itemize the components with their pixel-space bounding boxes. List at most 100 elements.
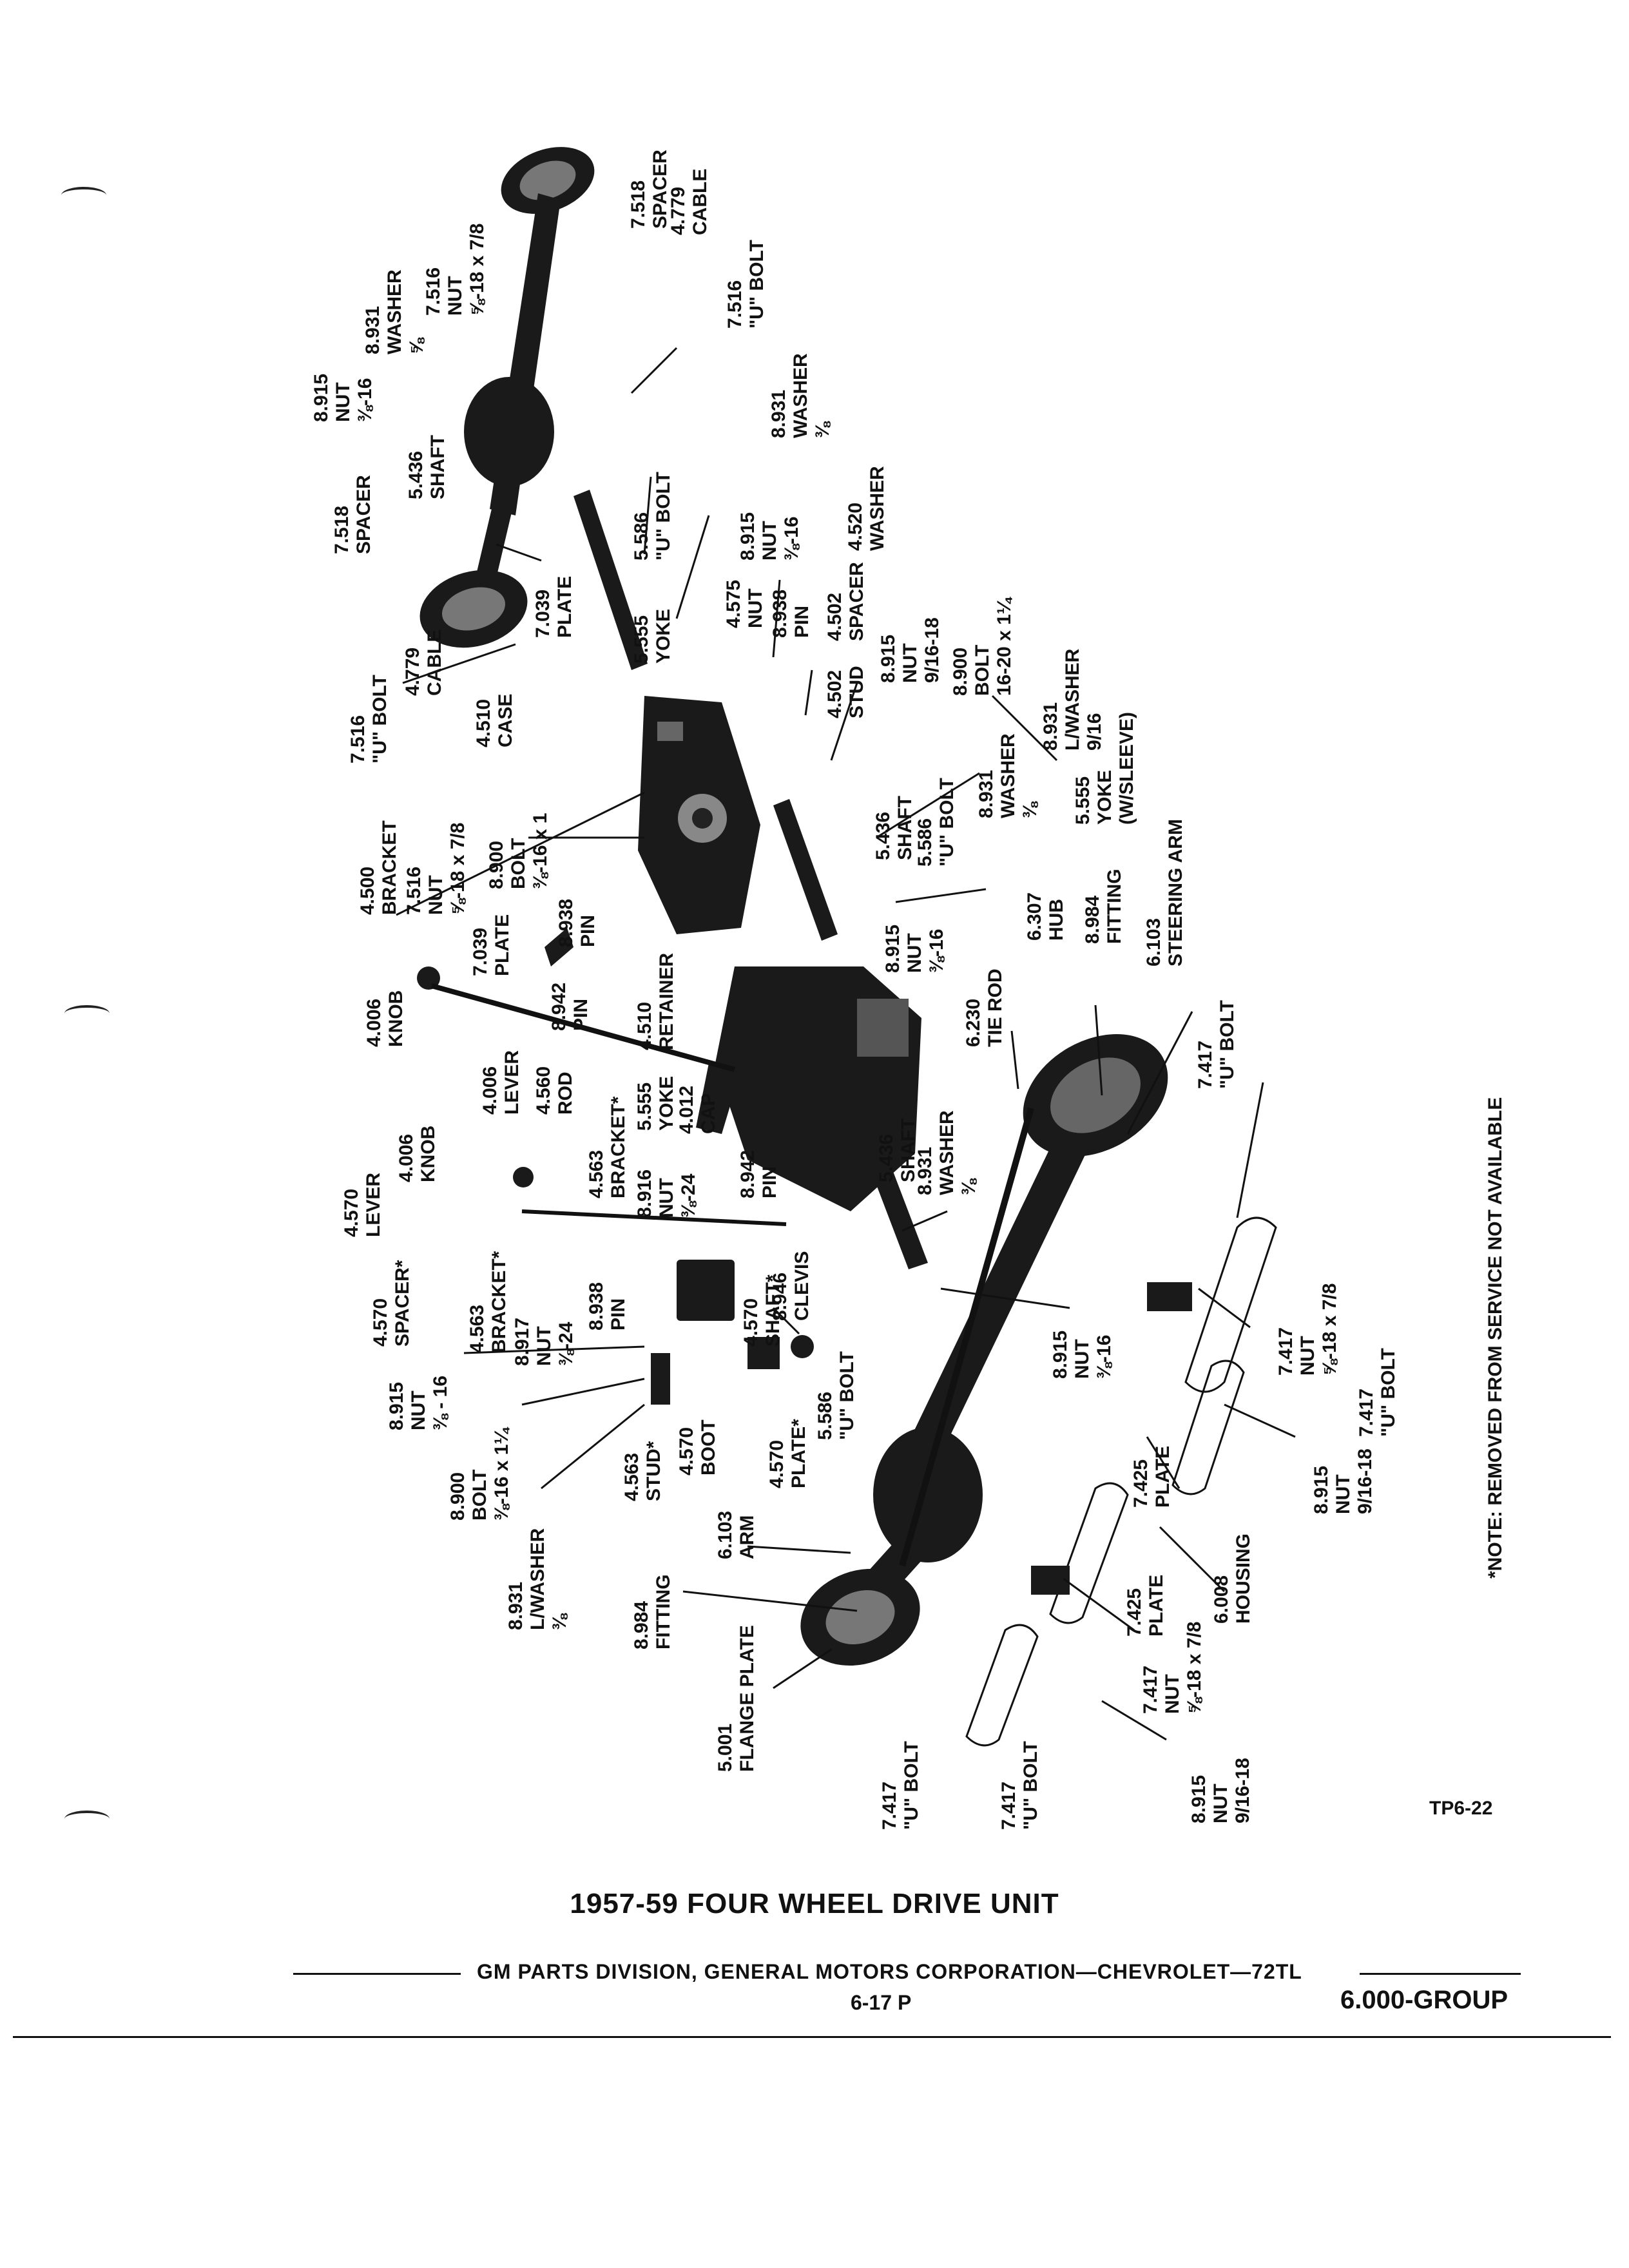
callout-7516-nut-top: 7.516NUT⅝-18 x 7/8 [423,224,488,316]
callout-8984-fitting-left: 8.984FITTING [631,1574,674,1649]
propeller-shaft-rear [574,490,648,670]
callout-4006-knob-top: 4.006KNOB [363,990,407,1047]
callout-5436-shaft-top: 5.436SHAFT [405,435,448,499]
callout-6307-hub: 6.307HUB [1024,892,1067,941]
front-propeller-shaft [773,799,928,1269]
callout-4570-boot: 4.570BOOT [676,1419,719,1475]
callout-8900-bolt-left: 8.900BOLT⅜-16 x 1¼ [447,1427,512,1521]
u-bolts-and-plates [545,928,1277,1747]
callout-8946-clevis: 8.946CLEVIS [769,1251,813,1321]
callout-4500-bracket: 4.500BRACKET [357,820,400,915]
callout-8984-fitting-top: 8.984FITTING [1082,869,1125,944]
callout-5555-yoke-sleeve: 5.555YOKE(W/SLEEVE) [1072,712,1137,825]
plate-code: TP6-22 [1429,1798,1493,1819]
source-line: GM PARTS DIVISION, GENERAL MOTORS CORPOR… [477,1960,1302,1983]
callout-4575-nut: 4.575NUT [723,580,766,628]
callout-8915-nut-center: 8.915NUT⅜-16 [882,925,947,973]
callout-7417-ubolt-right: 7.417"U" BOLT [1356,1348,1399,1437]
callout-5555-yoke-mid: 5.555YOKE [634,1076,677,1131]
callout-7417-ubolt-bottom-b: 7.417"U" BOLT [998,1741,1041,1830]
callout-7039-plate-top: 7.039PLATE [532,576,575,638]
callout-8900-bolt-top: 8.900BOLT16-20 x 1¼ [950,596,1015,696]
callout-4510-retainer: 4.510RETAINER [634,953,677,1050]
callout-7417-ubolt-top: 7.417"U" BOLT [1195,1000,1238,1089]
callout-4563-stud: 4.563STUD* [621,1441,664,1501]
callout-8942-pin-mid: 8.942PIN [548,983,592,1031]
callout-8900-bolt-mid: 8.900BOLT⅜-16 x 1 [486,813,551,889]
binder-mark-top [61,187,106,204]
rear-axle-assembly [419,147,595,648]
callout-5586-ubolt-mid: 5.586"U" BOLT [914,778,958,867]
callout-7425-plate-lower: 7.425PLATE [1124,1575,1167,1637]
callout-8915-nut-axle: 8.915NUT⅜-16 [1050,1331,1115,1379]
callout-7425-plate-right: 7.425PLATE [1130,1446,1173,1508]
transfer-case [638,696,760,934]
callout-4502-stud: 4.502STUD [824,666,867,718]
leader-lines [396,347,1296,1741]
callout-6008-housing: 6.008HOUSING [1211,1533,1254,1624]
callout-4779-cable-left: 4.779CABLE [402,629,445,696]
callout-7417-nut-right: 7.417NUT⅝-18 x 7/8 [1275,1283,1340,1376]
group-label: 6.000-GROUP [1340,1986,1509,2014]
callout-5436-shaft-mid: 5.436SHAFT [872,796,916,860]
page-number: 6-17 P [851,1991,912,2014]
callout-8915-nut-right: 8.915NUT9/16-18 [1311,1448,1376,1514]
callout-5001-flange-plate: 5.001FLANGE PLATE [715,1625,758,1772]
page-title: 1957-59 FOUR WHEEL DRIVE UNIT [570,1888,1059,1919]
callout-7516-ubolt-top: 7.516"U" BOLT [724,240,767,329]
callout-4570-spacer: 4.570SPACER* [370,1260,413,1347]
callout-5436-shaft-lower: 5.436SHAFT [876,1118,919,1182]
callout-8931-lwasher-left: 8.931L/WASHER⅜ [505,1528,570,1630]
callout-8942-pin-lower: 8.942PIN [737,1150,780,1198]
bottom-rule [13,2036,1611,2038]
callout-4779-cable-top: 4.779CABLE [668,169,711,235]
callout-8931-washer-top: 8.931WASHER⅝ [362,269,427,354]
callout-4006-knob-mid: 4.006KNOB [396,1126,439,1182]
callout-6103-steering-arm: 6.103STEERING ARM [1143,819,1186,966]
callout-5586-ubolt-top: 5.586"U" BOLT [631,472,674,561]
shift-linkage-parts [513,1167,814,1405]
footer-rule-left [293,1973,461,1975]
callout-5555-yoke-top: 5.555YOKE [631,609,674,664]
callout-8916-nut: 8.916NUT⅜-24 [634,1169,699,1218]
callout-7039-plate-mid: 7.039PLATE [470,914,513,976]
callout-5586-ubolt-lower: 5.586"U" BOLT [815,1351,858,1440]
callout-4563-bracket-lower: 4.563BRACKET* [467,1251,510,1353]
callout-8917-nut: 8.917NUT⅜-24 [512,1318,577,1366]
footer-rule-right [1360,1973,1521,1975]
callout-4510-case: 4.510CASE [473,694,516,747]
binder-mark-bottom [64,1811,110,1827]
callout-8931-washer-lower: 8.931WASHER⅜ [914,1110,979,1195]
callout-8931-washer-right: 8.931WASHER⅜ [768,353,833,438]
callout-7518-spacer-left: 7.518SPACER [331,475,374,554]
callout-7516-ubolt-left: 7.516"U" BOLT [347,675,390,764]
callout-8938-pin-top: 8.938PIN [769,590,813,638]
callout-6230-tie-rod: 6.230TIE ROD [963,968,1006,1047]
callout-7516-nut-left: 7.516NUT⅝-18 x 7/8 [403,823,468,915]
callout-8915-nut-bottom: 8.915NUT9/16-18 [1188,1758,1253,1823]
callout-8915-nut-mid: 8.915NUT⅜-16 [737,512,802,561]
callout-7417-nut-lower: 7.417NUT⅝-18 x 7/8 [1140,1622,1205,1714]
footnote: *NOTE: REMOVED FROM SERVICE NOT AVAILABL… [1485,1097,1506,1579]
callout-4006-lever: 4.006LEVER [479,1050,523,1115]
callout-8915-nut-916: 8.915NUT9/16-18 [878,617,943,683]
callout-8915-nut-left: 8.915NUT⅜ - 16 [386,1376,451,1430]
callout-4570-lever: 4.570LEVER [341,1173,384,1237]
callout-6103-arm: 6.103ARM [715,1511,758,1559]
callout-7417-ubolt-bottom-a: 7.417"U" BOLT [879,1741,922,1830]
callout-8931-washer-mid: 8.931WASHER⅜ [976,733,1041,818]
callout-4520-washer: 4.520WASHER [845,466,888,551]
callout-4570-plate: 4.570PLATE* [766,1419,809,1488]
callout-labels: 7.518SPACER 4.779CABLE 7.516NUT⅝-18 x 7/… [311,149,1506,1830]
callout-7518-spacer-top: 7.518SPACER [628,149,671,229]
callout-8938-pin-lower: 8.938PIN [586,1282,629,1331]
callout-4012-cap: 4.012CAP [676,1086,719,1134]
callout-8915-nut-top: 8.915NUT⅜-16 [311,374,376,422]
callout-4570-shaft: 4.570SHAFT* [740,1274,784,1347]
callout-8938-pin-mid: 8.938PIN [555,899,599,947]
callout-4502-spacer: 4.502SPACER [824,562,867,641]
callout-4563-bracket-mid: 4.563BRACKET* [586,1096,629,1198]
callout-4560-rod: 4.560ROD [533,1066,576,1115]
callout-8931-lwasher-top: 8.931L/WASHER9/16 [1040,648,1105,751]
